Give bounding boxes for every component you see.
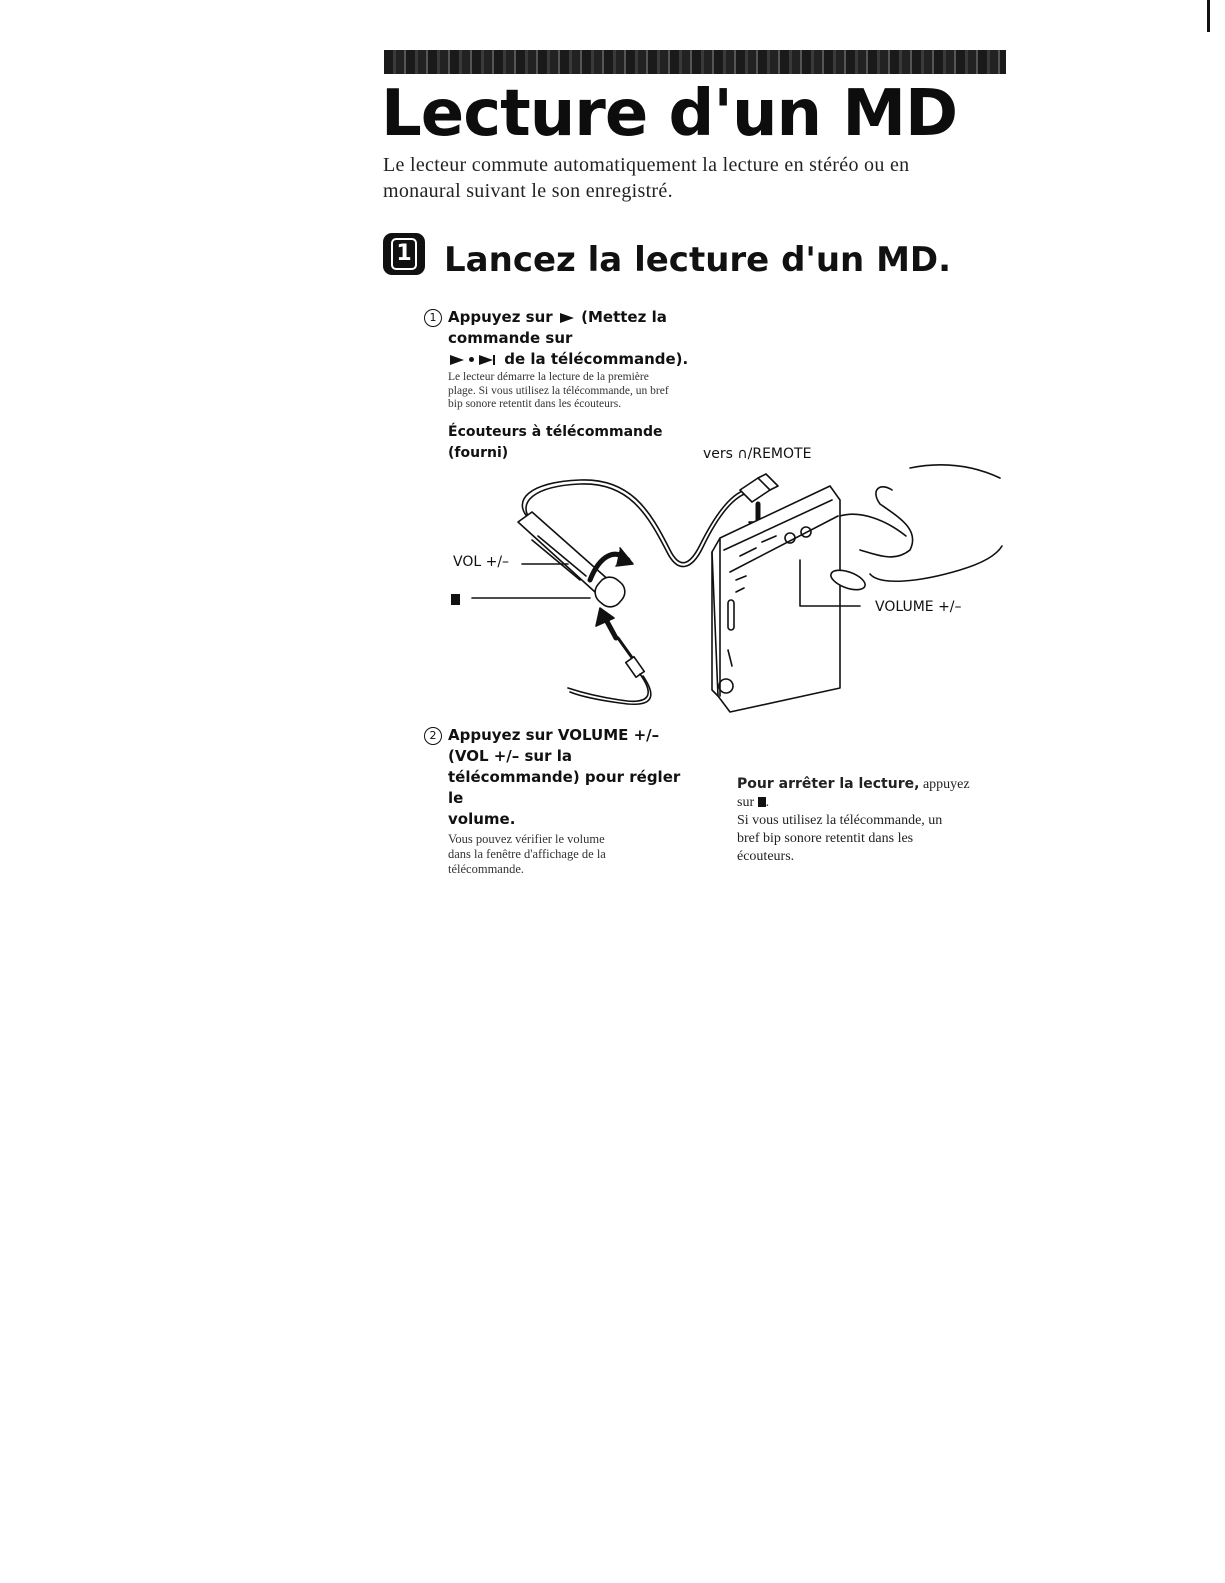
fast-forward-icon: [479, 354, 493, 365]
substep-1-body-line-1: Le lecteur démarre la lecture de la prem…: [448, 371, 649, 383]
step-number: 1: [391, 238, 417, 270]
intro-paragraph: Le lecteur commute automatiquement la le…: [383, 154, 910, 202]
stop-note-text: appuyez: [922, 777, 970, 792]
substep-2-body-line-2: dans la fenêtre d'affichage de la: [448, 847, 606, 861]
substep-2-number: 2: [424, 727, 442, 745]
label-volume: VOLUME +/–: [875, 599, 962, 615]
substep-1-text-a: Appuyez sur: [448, 308, 553, 326]
page-title: Lecture d'un MD: [381, 77, 958, 151]
stop-note-title: Pour arrêter la lecture,: [737, 776, 920, 792]
md-player-body: [711, 485, 841, 713]
play-icon: [559, 312, 574, 323]
stop-note: Pour arrêter la lecture, appuyez sur . S…: [737, 775, 1007, 866]
substep-2-line-1: Appuyez sur VOLUME +/–: [448, 726, 660, 744]
headphone-cable: [521, 479, 746, 564]
substep-2: 2 Appuyez sur VOLUME +/– (VOL +/– sur la…: [424, 725, 694, 877]
device-illustration: [471, 464, 1003, 713]
header-bar: [384, 50, 1006, 74]
substep-1-body-line-2: plage. Si vous utilisez la télécommande,…: [448, 384, 669, 397]
stop-note-line-4: bref bip sonore retentit dans les: [737, 831, 914, 846]
substep-1: 1 Appuyez sur (Mettez la commande sur de…: [424, 307, 764, 412]
substep-1-text-b: (Mettez la commande sur: [448, 308, 667, 347]
skip-bar-icon: [493, 354, 495, 365]
stop-icon: [757, 797, 766, 807]
label-headphones-line-1: Écouteurs à télécommande: [448, 424, 663, 440]
substep-2-body-line-1: Vous pouvez vérifier le volume: [448, 832, 605, 846]
label-remote-jack: vers ∩/REMOTE: [703, 446, 812, 462]
label-headphones-line-2: (fourni): [448, 445, 509, 461]
step-number-badge: 1: [383, 233, 425, 275]
stop-note-line-3: Si vous utilisez la télécommande, un: [737, 813, 943, 828]
page-edge-mark: [1207, 0, 1210, 32]
substep-1-text-c: de la télécommande).: [504, 350, 689, 368]
substep-2-line-2: (VOL +/– sur la: [448, 747, 572, 765]
stop-note-line-5: écouteurs.: [737, 849, 795, 864]
substep-1-body-line-3: bip sonore retentit dans les écouteurs.: [448, 398, 622, 410]
label-vol: VOL +/–: [453, 554, 510, 570]
stop-icon: [451, 594, 460, 605]
dot-icon: [469, 357, 474, 362]
substep-2-line-3: télécommande) pour régler le: [448, 768, 681, 807]
arrow-up-icon: [595, 607, 615, 627]
substep-1-number: 1: [424, 309, 442, 327]
step-title: Lancez la lecture d'un MD.: [444, 240, 952, 280]
play-icon: [450, 354, 464, 365]
substep-2-line-4: volume.: [448, 810, 516, 828]
substep-2-body-line-3: télécommande.: [448, 862, 525, 876]
hand-outline: [909, 464, 1001, 479]
stop-note-prefix: sur: [737, 795, 755, 810]
